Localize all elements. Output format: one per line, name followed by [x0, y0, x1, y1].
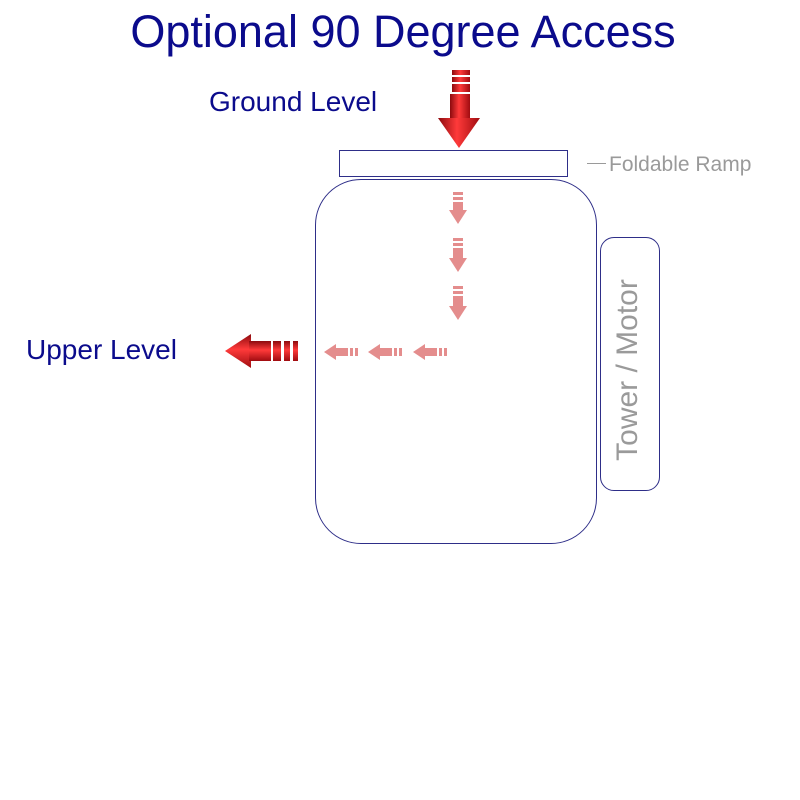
tower-motor-box	[600, 237, 660, 491]
small-arrow-icon	[324, 344, 358, 360]
arrow-down-icon	[438, 70, 480, 148]
small-arrow-icon	[413, 344, 447, 360]
lift-car-outline	[315, 179, 597, 544]
small-arrow-icon	[449, 192, 467, 224]
ground-level-label: Ground Level	[209, 86, 378, 117]
diagram-title: Optional 90 Degree Access	[130, 6, 676, 57]
ramp-leader-line	[587, 163, 606, 164]
small-arrow-icon	[449, 286, 467, 320]
small-arrow-icon	[449, 238, 467, 272]
foldable-ramp-label: Foldable Ramp	[609, 153, 752, 176]
small-arrow-icon	[368, 344, 402, 360]
foldable-ramp-box	[339, 150, 568, 177]
arrow-left-icon	[225, 334, 298, 368]
upper-level-label: Upper Level	[26, 334, 177, 365]
